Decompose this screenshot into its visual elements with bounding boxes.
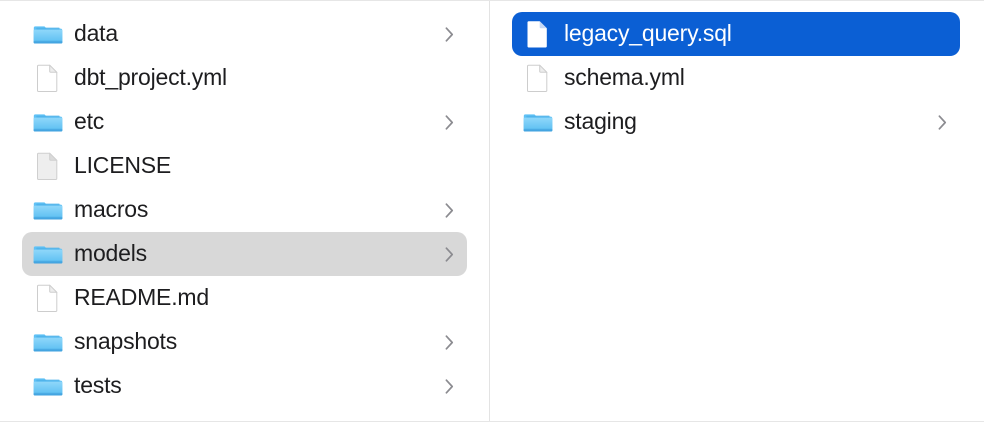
column-top-padding — [0, 1, 489, 12]
chevron-placeholder — [443, 69, 455, 87]
file-icon — [523, 19, 553, 49]
column-child[interactable]: legacy_query.sql schema.yml staging — [490, 1, 983, 421]
item-name: dbt_project.yml — [74, 63, 227, 90]
chevron-right-icon[interactable] — [443, 377, 455, 395]
item-name: macros — [74, 195, 149, 222]
item-name: models — [74, 239, 147, 266]
folder-row[interactable]: etc — [22, 100, 467, 144]
column-top-padding — [490, 1, 983, 12]
folder-icon — [33, 239, 63, 269]
folder-icon — [33, 107, 63, 137]
chevron-placeholder — [443, 157, 455, 175]
chevron-right-icon[interactable] — [443, 333, 455, 351]
chevron-right-icon[interactable] — [443, 25, 455, 43]
folder-icon — [33, 327, 63, 357]
folder-row[interactable]: models — [22, 232, 467, 276]
chevron-right-icon[interactable] — [443, 113, 455, 131]
file-icon — [33, 151, 63, 181]
item-name: schema.yml — [564, 63, 685, 90]
folder-icon — [523, 107, 553, 137]
file-icon — [33, 283, 63, 313]
chevron-right-icon[interactable] — [443, 201, 455, 219]
item-name: tests — [74, 371, 122, 398]
folder-row[interactable]: tests — [22, 364, 467, 408]
item-name: legacy_query.sql — [564, 19, 732, 46]
item-name: staging — [564, 107, 637, 134]
folder-icon — [33, 371, 63, 401]
folder-row[interactable]: staging — [512, 100, 960, 144]
item-name: data — [74, 19, 118, 46]
file-icon — [33, 63, 63, 93]
file-list-child: legacy_query.sql schema.yml staging — [490, 12, 983, 144]
folder-icon — [33, 19, 63, 49]
folder-row[interactable]: data — [22, 12, 467, 56]
chevron-right-icon[interactable] — [443, 245, 455, 263]
file-row[interactable]: README.md — [22, 276, 467, 320]
folder-row[interactable]: snapshots — [22, 320, 467, 364]
file-row[interactable]: LICENSE — [22, 144, 467, 188]
folder-icon — [33, 195, 63, 225]
chevron-right-icon[interactable] — [936, 113, 948, 131]
file-row[interactable]: dbt_project.yml — [22, 56, 467, 100]
chevron-placeholder — [936, 25, 948, 43]
item-name: LICENSE — [74, 151, 172, 178]
chevron-placeholder — [936, 69, 948, 87]
item-name: README.md — [74, 283, 209, 310]
chevron-placeholder — [443, 289, 455, 307]
item-name: snapshots — [74, 327, 178, 354]
folder-row[interactable]: macros — [22, 188, 467, 232]
file-row[interactable]: schema.yml — [512, 56, 960, 100]
item-name: etc — [74, 107, 105, 134]
file-row[interactable]: legacy_query.sql — [512, 12, 960, 56]
file-icon — [523, 63, 553, 93]
